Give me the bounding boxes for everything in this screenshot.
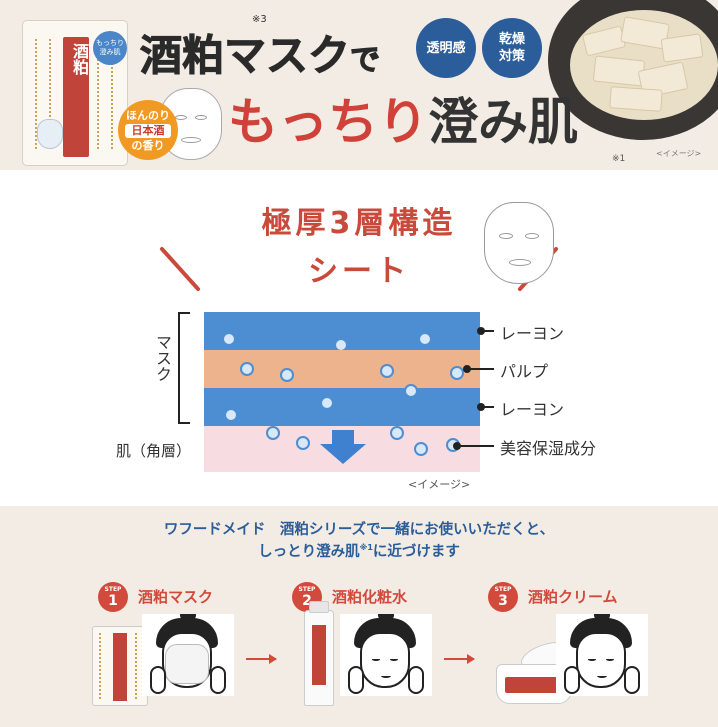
steps-intro-note: ※1 xyxy=(359,543,373,553)
hero-title-suffix: で xyxy=(350,43,381,79)
mask-bracket xyxy=(178,312,190,424)
hero-title-main: 酒粕マスク xyxy=(139,31,351,81)
hero-image-label: <イメージ> xyxy=(656,149,702,158)
hero-subtitle-red: もっちり xyxy=(228,93,428,151)
step-3-badge: STEP 3 xyxy=(488,582,518,612)
steps-intro-line1: ワフードメイド 酒粕シリーズで一緒にお使いいただくと、 xyxy=(163,522,555,538)
woman-with-lotion-illustration xyxy=(340,614,432,696)
step-arrow-2 xyxy=(444,654,475,664)
mask-label: マスク xyxy=(153,334,172,382)
step-1-badge: STEP 1 xyxy=(98,582,128,612)
label-rayon-bottom: レーヨン xyxy=(500,400,565,419)
step-1-number: 1 xyxy=(108,593,118,609)
hero-subtitle-dark: 澄み肌 xyxy=(428,93,578,151)
woman-with-mask-illustration xyxy=(142,614,234,696)
structure-title-line1: 極厚3層構造 xyxy=(261,206,457,241)
down-arrow-icon xyxy=(320,430,366,464)
pack-bubble: もっちり 澄み肌 xyxy=(93,31,127,65)
step-2-number: 2 xyxy=(302,593,312,609)
step-2-word: STEP xyxy=(298,586,316,593)
mask-package-image: 酒粕 もっちり 澄み肌 xyxy=(22,20,128,166)
step-1-word: STEP xyxy=(104,586,122,593)
dryness-badge: 乾燥 対策 xyxy=(482,18,542,78)
pack-band-text: 酒粕 xyxy=(70,43,89,75)
aroma-badge-line2: 日本酒 xyxy=(125,124,171,138)
lead-line-3 xyxy=(477,403,494,411)
rayon-layer-top xyxy=(204,312,480,352)
aroma-badge-line3: の香り xyxy=(131,139,165,152)
structure-title-line2: シート xyxy=(308,254,410,289)
rayon-layer-bottom xyxy=(204,384,480,426)
sheet-mask-icon xyxy=(484,202,554,284)
pulp-layer xyxy=(204,350,480,388)
transparency-badge: 透明感 xyxy=(416,18,476,78)
step-3-word: STEP xyxy=(494,586,512,593)
hero-subtitle: もっちり澄み肌 xyxy=(228,82,578,154)
steps-section: ワフードメイド 酒粕シリーズで一緒にお使いいただくと、 しっとり澄み肌※1に近づ… xyxy=(0,506,718,727)
step-3-name: 酒粕クリーム xyxy=(528,588,618,606)
title-note: ※3 xyxy=(252,14,267,25)
subtitle-note: ※1 xyxy=(612,154,626,164)
mask-package-thumbnail xyxy=(92,626,148,706)
lead-line-2 xyxy=(463,365,494,373)
hero-banner: 酒粕 もっちり 澄み肌 ほんのり 日本酒 の香り 酒粕マスクで ※3 透明感 乾… xyxy=(0,0,718,170)
aroma-badge: ほんのり 日本酒 の香り xyxy=(118,100,178,160)
label-pulp: パルプ xyxy=(500,362,549,381)
dryness-badge-text: 乾燥 対策 xyxy=(498,32,525,64)
hero-title: 酒粕マスクで xyxy=(139,22,381,83)
structure-image-note: <イメージ> xyxy=(408,478,471,491)
step-arrow-1 xyxy=(246,654,277,664)
step-2-name: 酒粕化粧水 xyxy=(332,588,408,606)
step-3-number: 3 xyxy=(498,593,508,609)
skin-label: 肌（角層） xyxy=(116,442,192,460)
lotion-bottle-image xyxy=(304,601,334,706)
lead-line-1 xyxy=(477,327,494,335)
label-beauty-moisture: 美容保湿成分 xyxy=(500,439,597,458)
step-1-name: 酒粕マスク xyxy=(138,588,214,606)
steps-intro-line2-text: しっとり澄み肌 xyxy=(258,544,360,560)
steps-intro-line2: しっとり澄み肌※1に近づけます xyxy=(0,540,718,561)
lead-line-4 xyxy=(453,442,494,450)
sake-lees-bowl-image xyxy=(548,0,718,140)
woman-with-cream-illustration xyxy=(556,614,648,696)
label-rayon-top: レーヨン xyxy=(500,324,565,343)
aroma-badge-line1: ほんのり xyxy=(126,109,170,122)
steps-intro-line2-end: に近づけます xyxy=(372,544,460,560)
